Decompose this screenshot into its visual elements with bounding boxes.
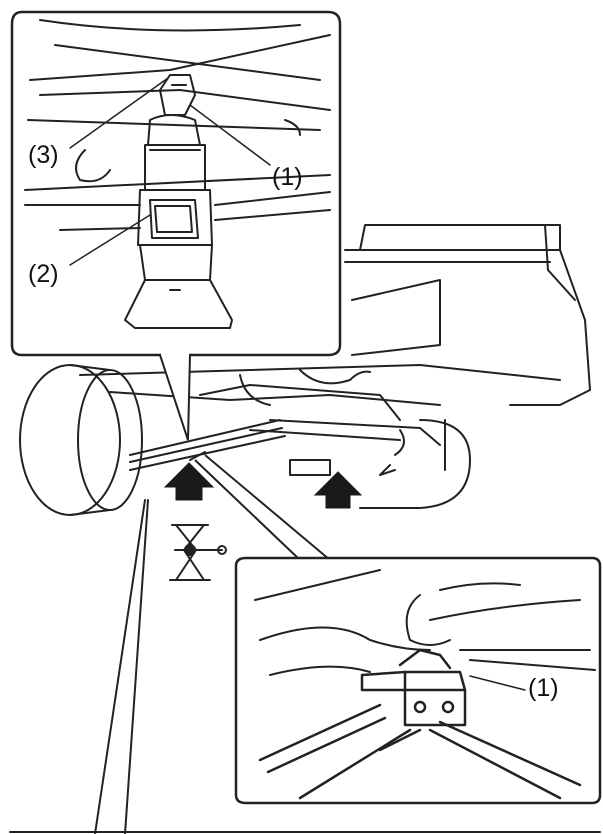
bottom-inset-label-1: (1)	[528, 674, 559, 702]
top-inset-jack-body	[124, 114, 233, 329]
front-wheel	[19, 364, 143, 516]
vehicle-body	[79, 224, 591, 509]
bottom-inset-frame-lines	[254, 569, 596, 676]
bottom-inset-jack-saddle	[360, 648, 467, 727]
bottom-inset-jack-arms	[258, 703, 582, 800]
bottom-inset-leader	[469, 675, 526, 691]
top-inset-label-3: (3)	[28, 141, 59, 169]
jack-point-arrow-front	[163, 462, 215, 501]
lower-pointer-lines	[9, 499, 601, 834]
top-inset	[10, 10, 342, 441]
bottom-inset	[194, 454, 602, 805]
jack-point-arrow-rear	[313, 471, 363, 509]
top-inset-frame-lines	[24, 19, 331, 231]
top-inset-leaders	[69, 77, 271, 266]
scissor-jack-icon	[169, 524, 227, 581]
top-inset-label-1: (1)	[272, 163, 303, 191]
top-inset-label-2: (2)	[28, 260, 59, 288]
side-sill	[129, 419, 286, 471]
